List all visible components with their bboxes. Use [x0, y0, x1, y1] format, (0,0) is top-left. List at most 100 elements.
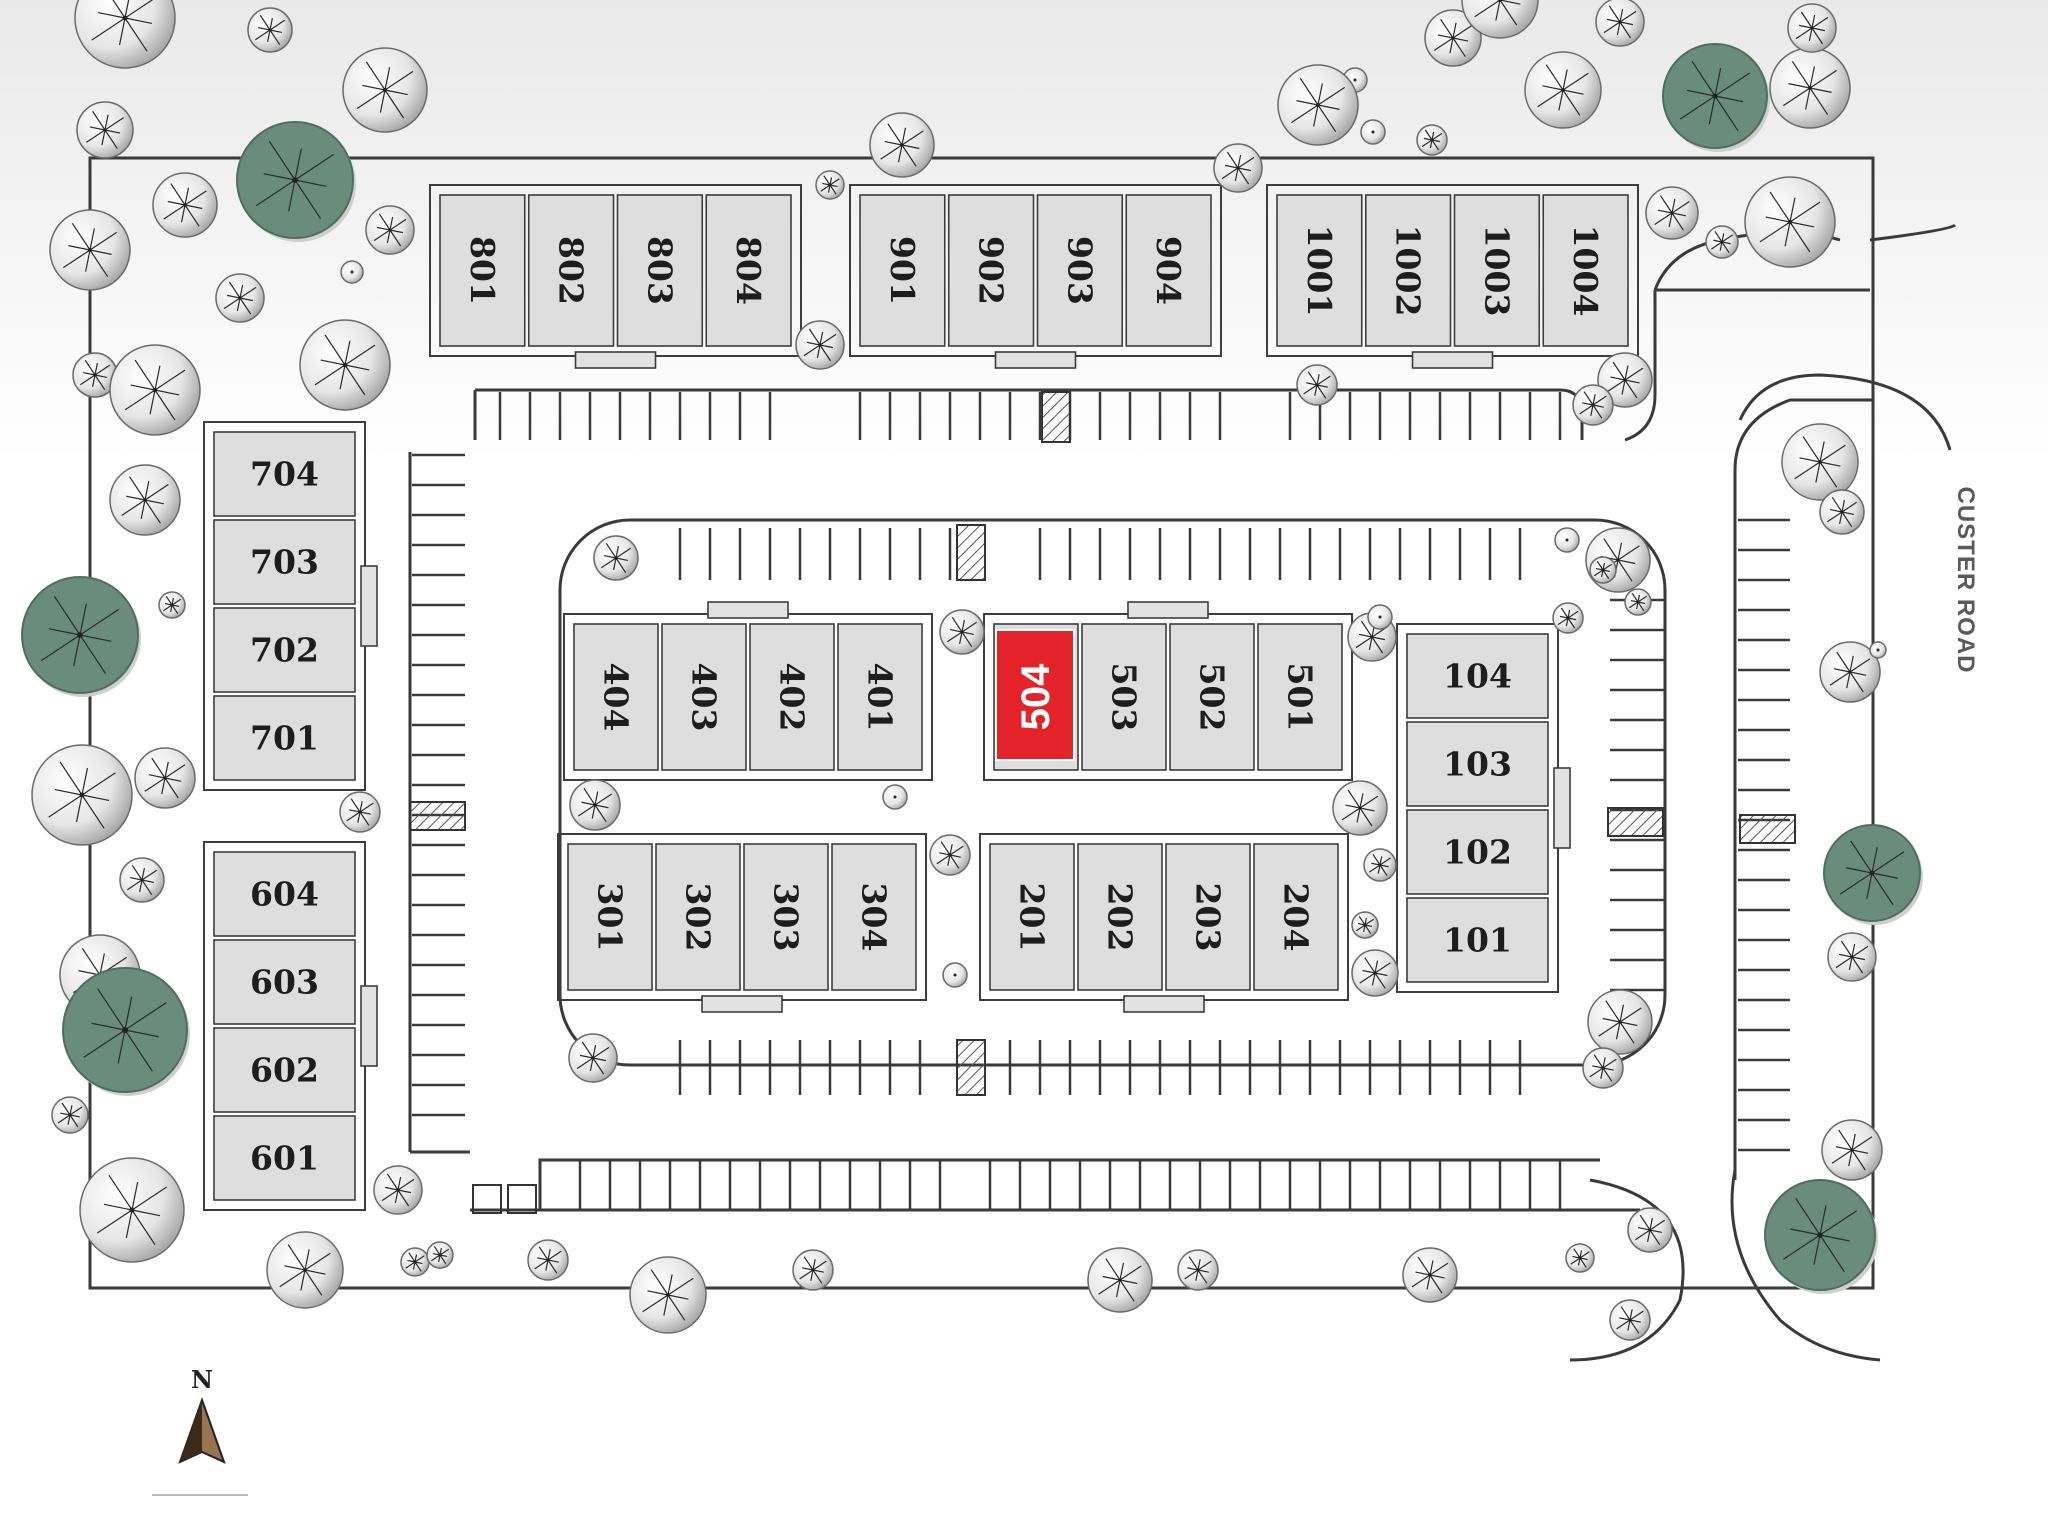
unit-903[interactable]: 903 [1036, 194, 1124, 347]
unit-label: 402 [773, 663, 812, 732]
unit-803[interactable]: 803 [616, 194, 704, 347]
unit-401[interactable]: 401 [837, 623, 923, 771]
unit-label: 803 [640, 236, 679, 305]
tree-icon [1213, 143, 1263, 193]
unit-label: 701 [250, 719, 319, 758]
unit-902[interactable]: 902 [947, 194, 1035, 347]
tree-icon [795, 320, 845, 370]
tree-icon [569, 779, 621, 831]
unit-701[interactable]: 701 [213, 695, 356, 781]
tree-icon [373, 1165, 423, 1215]
building-600: 604 603 602 601 [203, 841, 378, 1211]
tree-icon [1597, 352, 1653, 408]
unit-503[interactable]: 503 [1081, 623, 1167, 771]
tree-icon [1821, 1119, 1883, 1181]
north-arrow: N [152, 1365, 248, 1496]
tree-icon [74, 0, 176, 69]
building-900: 901 902 903 904 [849, 184, 1222, 369]
unit-1004[interactable]: 1004 [1542, 194, 1629, 347]
unit-203[interactable]: 203 [1165, 843, 1251, 991]
tree-icon [62, 967, 190, 1096]
tree-icon [1554, 527, 1580, 553]
unit-201[interactable]: 201 [989, 843, 1075, 991]
unit-204[interactable]: 204 [1253, 843, 1339, 991]
tree-icon [1869, 641, 1887, 659]
parking-stalls [412, 392, 1790, 1210]
unit-801[interactable]: 801 [439, 194, 526, 347]
trees-layer [21, 0, 1923, 1341]
unit-404[interactable]: 404 [573, 623, 659, 771]
unit-label: 603 [250, 963, 319, 1002]
tree-icon [629, 1256, 707, 1334]
unit-302[interactable]: 302 [655, 843, 741, 991]
tree-icon [1819, 641, 1881, 703]
tree-icon [158, 591, 186, 619]
unit-601[interactable]: 601 [213, 1115, 356, 1201]
tree-icon [1595, 0, 1645, 47]
unit-702[interactable]: 702 [213, 607, 356, 693]
tree-icon [247, 7, 293, 53]
tree-icon [109, 464, 181, 536]
unit-label: 1003 [1477, 225, 1516, 317]
unit-802[interactable]: 802 [527, 194, 615, 347]
unit-1002[interactable]: 1002 [1364, 194, 1452, 347]
tree-icon [236, 121, 356, 242]
unit-602[interactable]: 602 [213, 1027, 356, 1113]
unit-1001[interactable]: 1001 [1276, 194, 1363, 347]
tree-icon [1565, 1243, 1595, 1273]
tree-icon [79, 1157, 185, 1263]
unit-604[interactable]: 604 [213, 851, 356, 937]
tree-icon [119, 857, 165, 903]
tree-icon [49, 209, 131, 291]
unit-904[interactable]: 904 [1125, 194, 1212, 347]
unit-504[interactable]: 504 [993, 623, 1079, 771]
tree-icon [1552, 602, 1584, 634]
unit-303[interactable]: 303 [743, 843, 829, 991]
tree-icon [51, 1096, 89, 1134]
unit-703[interactable]: 703 [213, 519, 356, 605]
unit-1003[interactable]: 1003 [1453, 194, 1541, 347]
unit-403[interactable]: 403 [661, 623, 747, 771]
tree-icon [815, 170, 845, 200]
unit-202[interactable]: 202 [1077, 843, 1163, 991]
unit-label: 1004 [1566, 225, 1605, 317]
tree-icon [1823, 824, 1923, 925]
tree-icon [31, 744, 133, 846]
unit-402[interactable]: 402 [749, 623, 835, 771]
tree-icon [1572, 384, 1614, 426]
tree-icon [1662, 43, 1770, 152]
tree-icon [299, 319, 391, 411]
unit-301[interactable]: 301 [567, 843, 653, 991]
unit-101[interactable]: 101 [1406, 897, 1549, 983]
unit-103[interactable]: 103 [1406, 721, 1549, 807]
unit-603[interactable]: 603 [213, 939, 356, 1025]
unit-502[interactable]: 502 [1169, 623, 1255, 771]
tree-icon [1819, 489, 1865, 535]
unit-label: 902 [972, 236, 1011, 305]
unit-label: 903 [1060, 236, 1099, 305]
tree-icon [1461, 0, 1539, 39]
tree-icon [342, 47, 428, 133]
unit-label: 601 [250, 1139, 319, 1178]
unit-104[interactable]: 104 [1406, 633, 1549, 719]
tree-icon [1589, 556, 1617, 584]
unit-label: 401 [861, 663, 900, 732]
unit-901[interactable]: 901 [859, 194, 946, 347]
unit-704[interactable]: 704 [213, 431, 356, 517]
tree-icon [1277, 64, 1359, 146]
tree-icon [1609, 1299, 1651, 1341]
unit-label: 702 [250, 631, 319, 670]
unit-102[interactable]: 102 [1406, 809, 1549, 895]
unit-501[interactable]: 501 [1257, 623, 1343, 771]
unit-804[interactable]: 804 [705, 194, 792, 347]
tree-icon [568, 1033, 618, 1083]
tree-icon [1524, 51, 1602, 129]
tree-icon [134, 747, 196, 809]
tree-icon [1402, 1247, 1458, 1303]
unit-label: 901 [883, 236, 922, 305]
unit-304[interactable]: 304 [831, 843, 917, 991]
